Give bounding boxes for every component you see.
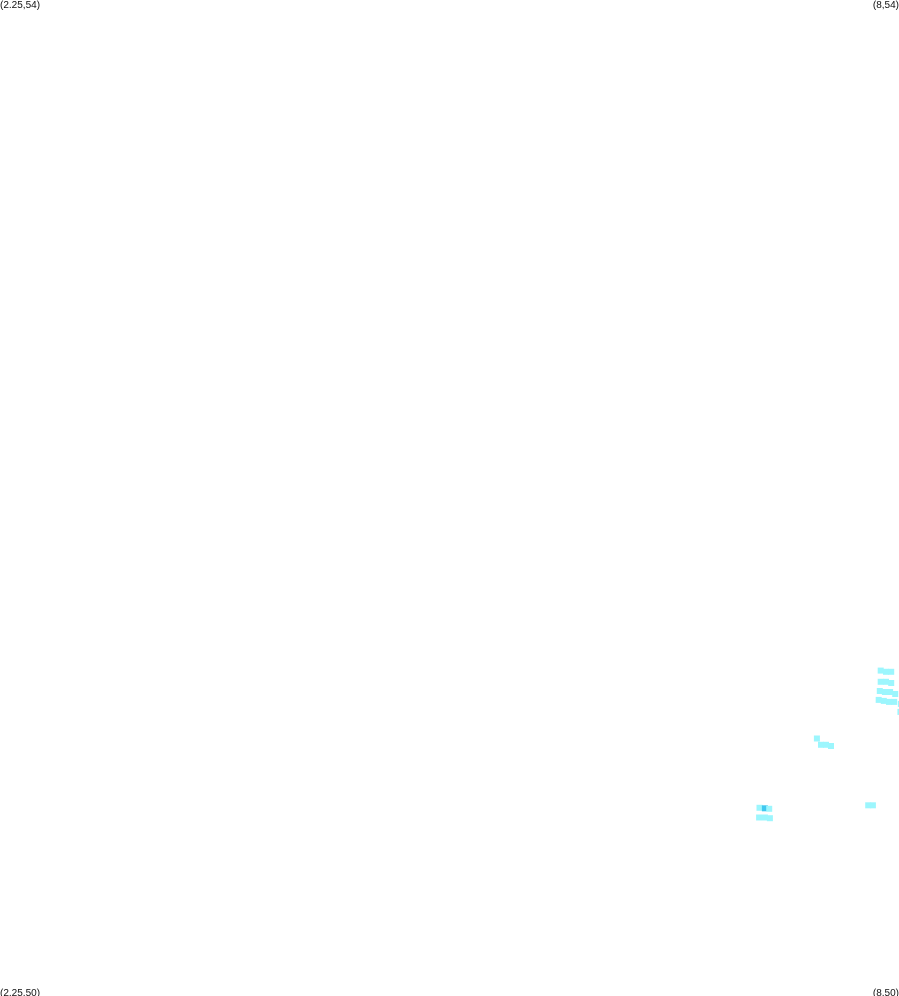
heat-cell bbox=[875, 696, 882, 703]
heat-cell bbox=[888, 680, 895, 686]
heat-cell bbox=[865, 802, 872, 809]
heat-cell bbox=[876, 688, 883, 694]
heat-cell bbox=[766, 805, 773, 812]
heat-cell bbox=[897, 708, 899, 715]
heat-cell bbox=[887, 689, 894, 695]
heat-cell bbox=[881, 689, 888, 695]
heat-cell bbox=[897, 700, 899, 707]
heat-cell bbox=[877, 667, 884, 674]
heat-cell bbox=[892, 691, 899, 697]
heat-cell bbox=[883, 668, 889, 675]
heat-cell bbox=[766, 815, 773, 822]
heat-cell bbox=[761, 814, 768, 821]
heat-cell bbox=[883, 678, 889, 685]
heat-cell bbox=[891, 698, 898, 705]
heat-cell bbox=[813, 735, 820, 742]
heat-cell bbox=[761, 805, 768, 812]
heat-cell bbox=[756, 804, 763, 811]
heat-cell bbox=[877, 678, 884, 685]
heat-cell bbox=[888, 668, 895, 675]
heat-cell bbox=[880, 697, 887, 704]
heat-cell bbox=[756, 814, 763, 821]
heat-cell bbox=[886, 698, 892, 705]
corner-label-top-right: (8,54) bbox=[872, 0, 899, 11]
corner-label-bottom-left: (2.25,50) bbox=[0, 988, 41, 996]
heat-cell bbox=[869, 802, 876, 809]
heat-cell bbox=[818, 741, 824, 748]
corner-label-bottom-right: (8,50) bbox=[872, 988, 899, 996]
heat-cell bbox=[823, 741, 829, 748]
heat-cells-layer bbox=[756, 667, 899, 822]
heat-cell bbox=[828, 743, 834, 749]
corner-label-top-left: (2.25,54) bbox=[0, 0, 41, 11]
